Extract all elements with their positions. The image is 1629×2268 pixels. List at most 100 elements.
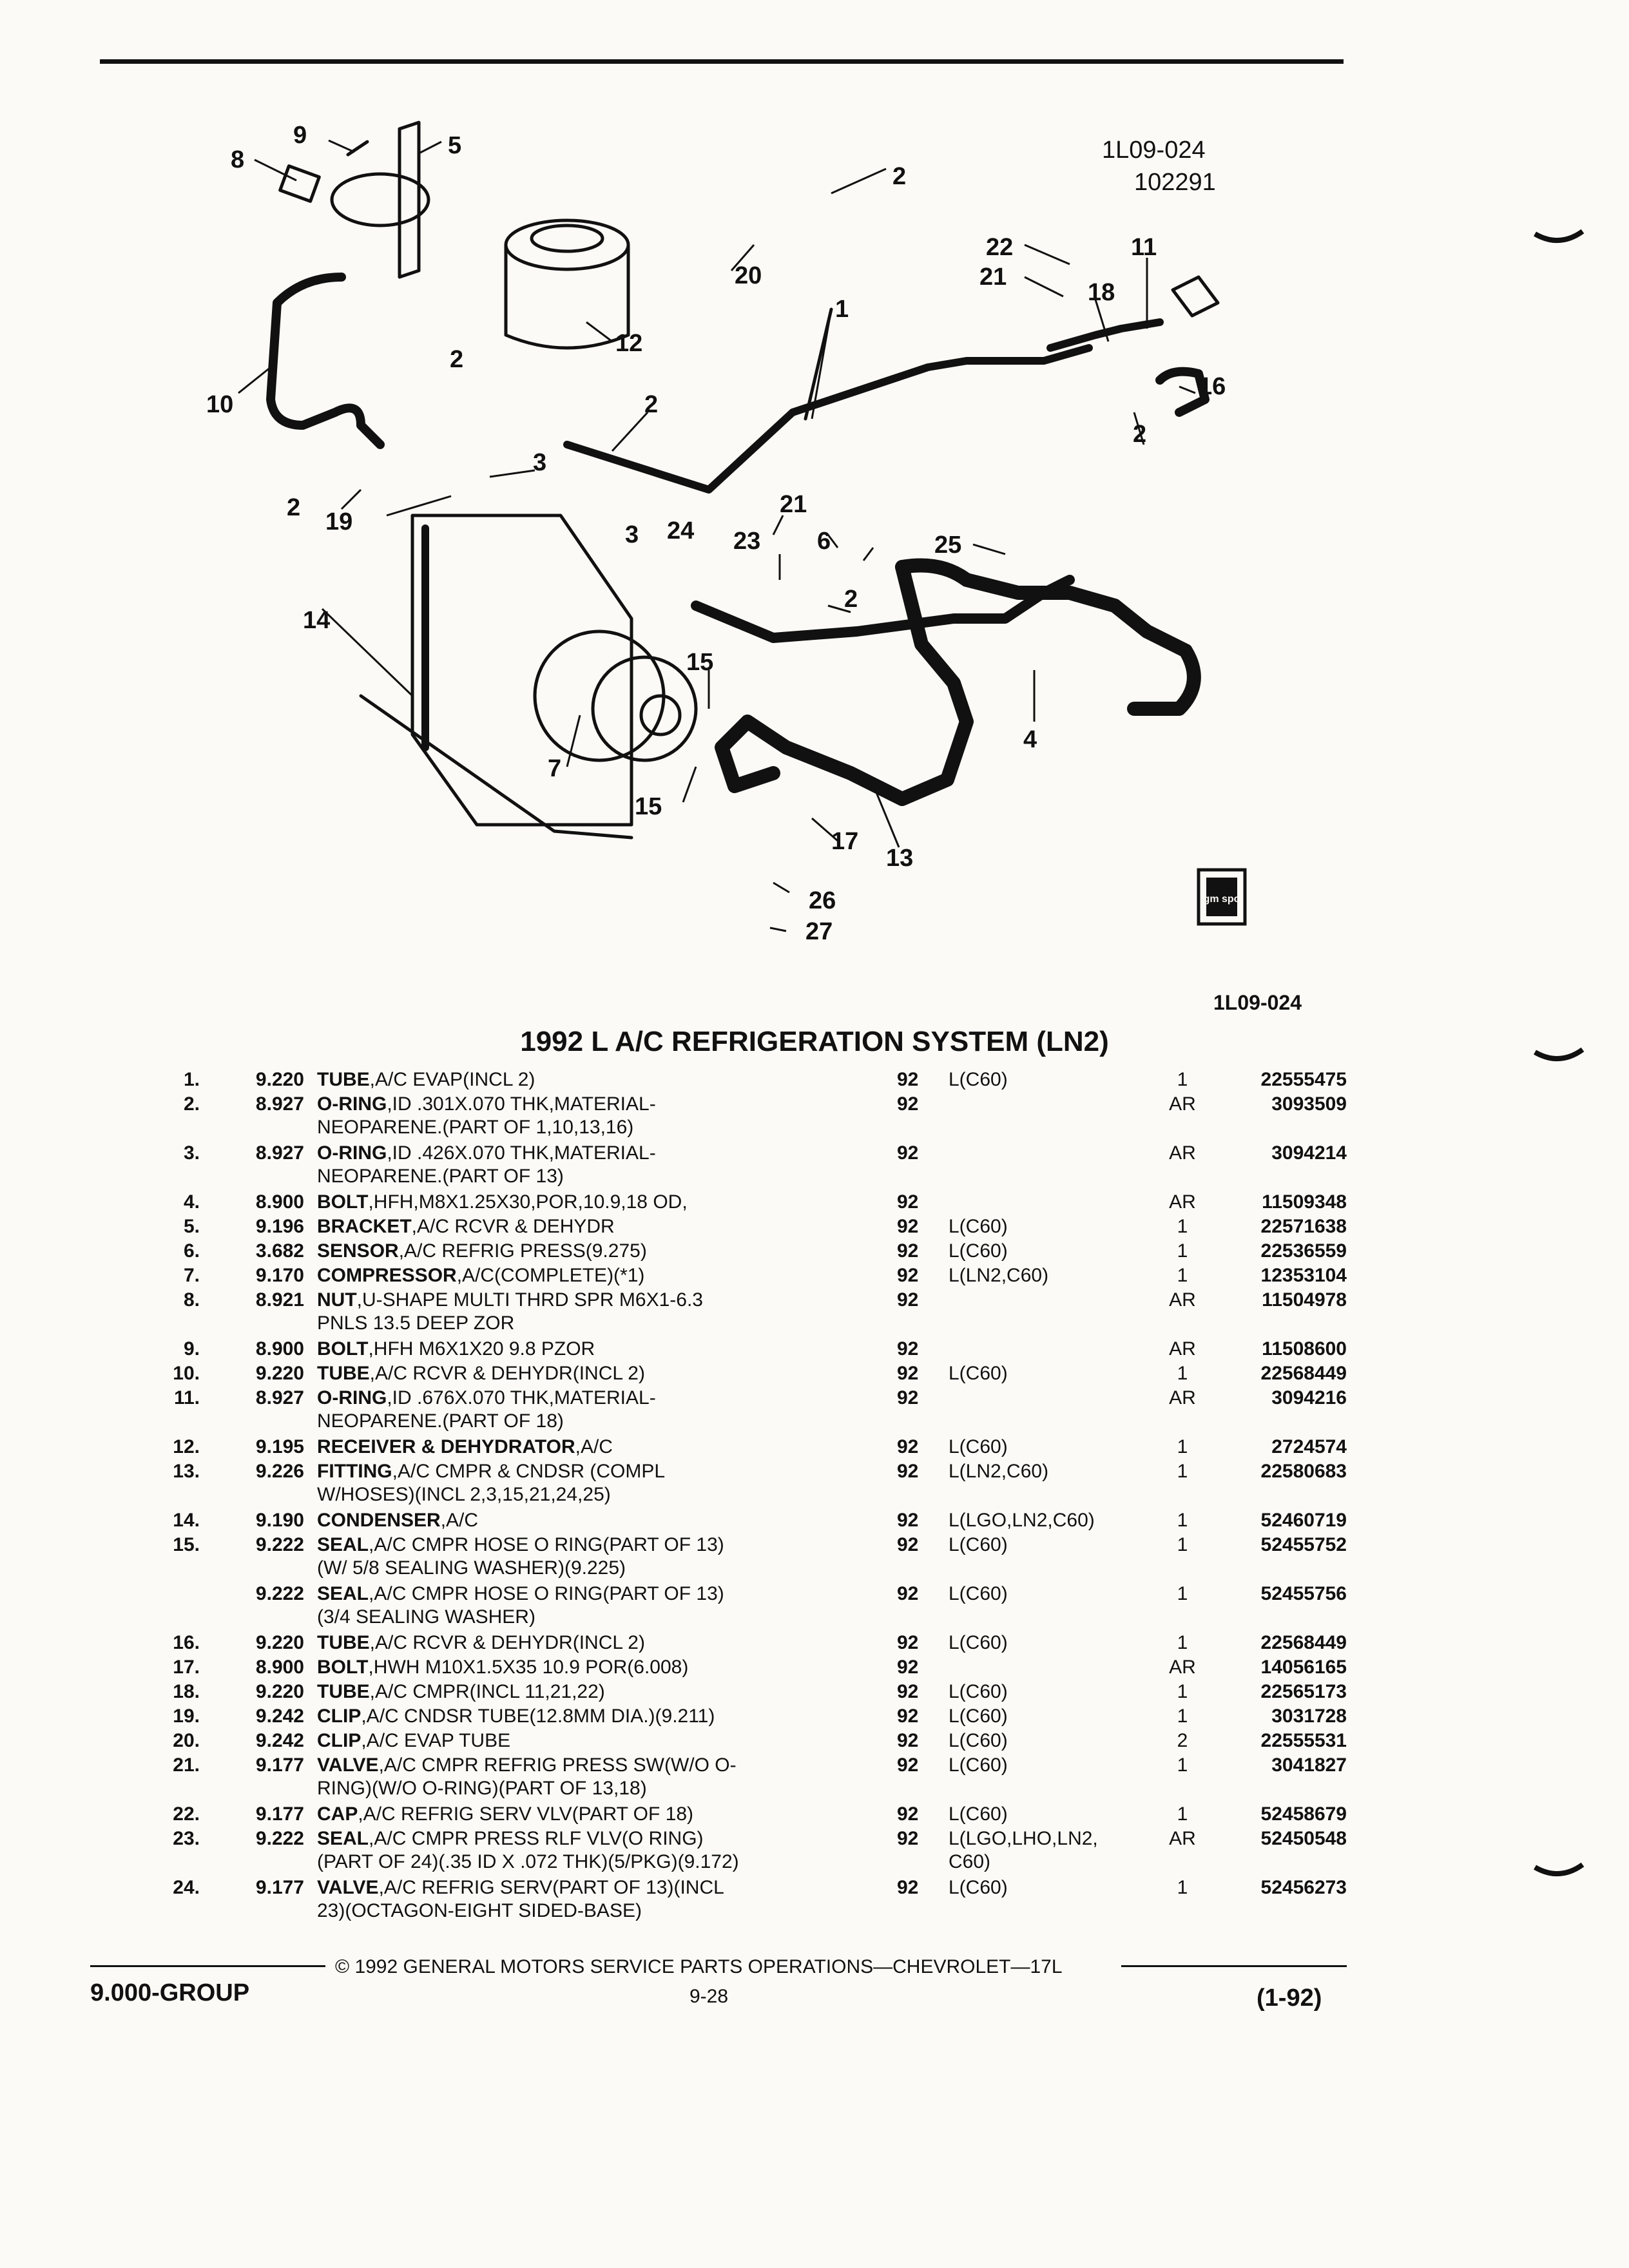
item-number: 8. <box>183 1289 200 1311</box>
item-number: 7. <box>183 1265 200 1286</box>
part-number: 22536559 <box>1260 1240 1347 1262</box>
part-detail: ,A/C CMPR HOSE O RING(PART OF 13) <box>369 1534 724 1555</box>
part-name: SENSOR <box>317 1240 399 1262</box>
usage-code: L(C60) <box>949 1705 1129 1728</box>
part-name: VALVE <box>317 1754 379 1776</box>
part-name: O-RING <box>317 1142 387 1164</box>
group-number: 8.900 <box>255 1191 304 1213</box>
part-detail-cont: (W/ 5/8 SEALING WASHER)(9.225) <box>317 1557 626 1579</box>
parts-diagram: 9 8 5 2 20 22 21 11 18 1 10 12 2 16 2 2 … <box>0 0 1629 1005</box>
usage-code: L(C60) <box>949 1729 1129 1753</box>
part-detail: ,HFH M6X1X20 9.8 PZOR <box>368 1338 595 1360</box>
part-detail: ,A/C CMPR HOSE O RING(PART OF 13) <box>369 1583 724 1604</box>
usage-code: L(C60) <box>949 1754 1129 1777</box>
part-description: BOLT,HFH M6X1X20 9.8 PZOR <box>317 1338 865 1361</box>
item-number: 9. <box>183 1338 200 1360</box>
quantity: 1 <box>1177 1461 1188 1482</box>
callout-2: 2 <box>1133 421 1146 448</box>
part-detail: ,A/C CMPR(INCL 11,21,22) <box>369 1681 605 1702</box>
model-year: 92 <box>897 1436 919 1457</box>
part-detail: ,A/C RCVR & DEHYDR(INCL 2) <box>369 1363 645 1384</box>
part-name: SEAL <box>317 1583 369 1604</box>
group-number: 9.195 <box>255 1436 304 1457</box>
part-number: 11508600 <box>1262 1338 1347 1360</box>
callout-10: 10 <box>206 391 233 418</box>
part-number: 22555531 <box>1260 1730 1347 1751</box>
callout-21: 21 <box>979 264 1007 291</box>
part-name: CONDENSER <box>317 1510 441 1531</box>
footer-date: (1-92) <box>1257 1984 1322 2012</box>
part-detail: ,ID .301X.070 THK,MATERIAL- <box>387 1093 656 1115</box>
group-number: 9.190 <box>255 1510 304 1531</box>
part-description: BRACKET,A/C RCVR & DEHYDR <box>317 1215 865 1238</box>
item-number: 13. <box>173 1461 200 1482</box>
gm-spo-logo: gm spo <box>1197 868 1247 926</box>
item-number: 4. <box>183 1191 200 1213</box>
item-number: 15. <box>173 1534 200 1555</box>
part-name: O-RING <box>317 1093 387 1115</box>
part-detail-cont: NEOPARENE.(PART OF 1,10,13,16) <box>317 1117 634 1138</box>
callout-27: 27 <box>805 918 833 945</box>
group-number: 9.177 <box>255 1803 304 1825</box>
callout-1: 1 <box>835 296 849 323</box>
part-name: SEAL <box>317 1534 369 1555</box>
model-year: 92 <box>897 1289 919 1311</box>
part-description: SEAL,A/C CMPR PRESS RLF VLV(O RING)(PART… <box>317 1827 865 1874</box>
footer-rule-left <box>90 1965 325 1967</box>
group-number: 9.196 <box>255 1216 304 1237</box>
model-year: 92 <box>897 1510 919 1531</box>
part-name: CLIP <box>317 1730 361 1751</box>
quantity: 1 <box>1177 1069 1188 1090</box>
usage-code: L(C60) <box>949 1240 1129 1263</box>
part-name: SEAL <box>317 1828 369 1849</box>
usage-text: L(LGO,LHO,LN2, <box>949 1828 1098 1849</box>
part-number: 52455756 <box>1260 1583 1347 1604</box>
callout-2: 2 <box>844 586 858 613</box>
diagram-code: 1L09-024 <box>1102 137 1206 164</box>
callout-24: 24 <box>667 517 694 544</box>
usage-code: L(LGO,LHO,LN2,C60) <box>949 1827 1129 1874</box>
part-description: SEAL,A/C CMPR HOSE O RING(PART OF 13)(3/… <box>317 1582 865 1629</box>
usage-text: L(LN2,C60) <box>949 1461 1049 1482</box>
part-name: BOLT <box>317 1338 369 1360</box>
callout-14: 14 <box>303 607 330 634</box>
svg-text:gm spo: gm spo <box>1204 894 1240 905</box>
callout-2: 2 <box>450 346 463 373</box>
part-detail: ,A/C CNDSR TUBE(12.8MM DIA.)(9.211) <box>361 1706 715 1727</box>
quantity: 1 <box>1177 1583 1188 1604</box>
usage-code: L(C60) <box>949 1215 1129 1238</box>
quantity: 1 <box>1177 1436 1188 1457</box>
model-year: 92 <box>897 1216 919 1237</box>
usage-text: L(C60) <box>949 1240 1008 1262</box>
item-number: 24. <box>173 1877 200 1898</box>
part-number: 22568449 <box>1260 1632 1347 1653</box>
item-number: 14. <box>173 1510 200 1531</box>
part-number: 12353104 <box>1260 1265 1347 1286</box>
model-year: 92 <box>897 1681 919 1702</box>
callout-22: 22 <box>986 234 1013 261</box>
usage-text: L(C60) <box>949 1632 1008 1653</box>
quantity: 1 <box>1177 1510 1188 1531</box>
usage-text: L(C60) <box>949 1706 1008 1727</box>
model-year: 92 <box>897 1706 919 1727</box>
quantity: 1 <box>1177 1240 1188 1262</box>
part-description: TUBE,A/C EVAP(INCL 2) <box>317 1068 865 1091</box>
group-number: 8.927 <box>255 1387 304 1408</box>
usage-code: L(C60) <box>949 1068 1129 1091</box>
condenser-drawing <box>410 514 633 827</box>
part-name: TUBE <box>317 1632 370 1653</box>
part-detail-cont: PNLS 13.5 DEEP ZOR <box>317 1312 515 1334</box>
quantity: AR <box>1169 1338 1196 1360</box>
usage-text: L(C60) <box>949 1436 1008 1457</box>
usage-code: L(LGO,LN2,C60) <box>949 1509 1129 1532</box>
callout-2: 2 <box>644 391 658 418</box>
part-description: CLIP,A/C CNDSR TUBE(12.8MM DIA.)(9.211) <box>317 1705 865 1728</box>
model-year: 92 <box>897 1461 919 1482</box>
item-number: 20. <box>173 1730 200 1751</box>
model-year: 92 <box>897 1363 919 1384</box>
group-number: 9.220 <box>255 1681 304 1702</box>
group-number: 9.177 <box>255 1754 304 1776</box>
